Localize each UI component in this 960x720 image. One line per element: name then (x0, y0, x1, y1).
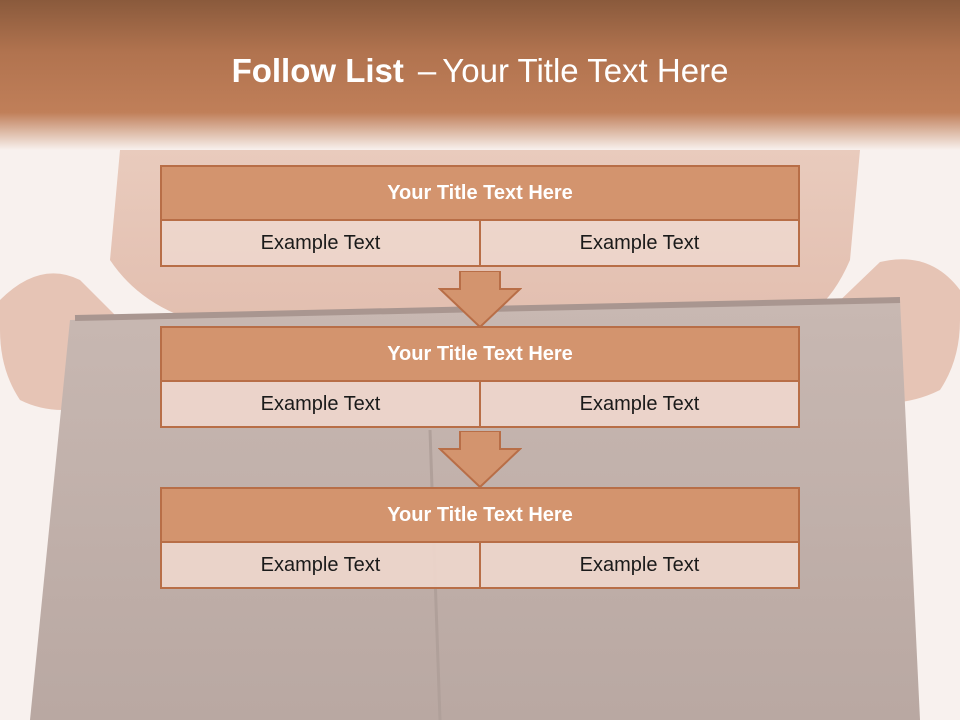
slide-title: Follow List–Your Title Text Here (0, 52, 960, 90)
step-cell-right: Example Text (479, 380, 800, 428)
down-arrow-icon (438, 271, 522, 329)
step-block-3: Your Title Text Here Example Text Exampl… (160, 487, 800, 589)
title-bold: Follow List (231, 52, 404, 89)
step-cell-left: Example Text (160, 380, 481, 428)
step-row: Example Text Example Text (160, 219, 800, 267)
step-title: Your Title Text Here (160, 165, 800, 221)
step-row: Example Text Example Text (160, 380, 800, 428)
step-cell-right: Example Text (479, 219, 800, 267)
step-cell-left: Example Text (160, 219, 481, 267)
header-band (0, 0, 960, 150)
step-cell-left: Example Text (160, 541, 481, 589)
step-block-2: Your Title Text Here Example Text Exampl… (160, 326, 800, 428)
step-block-1: Your Title Text Here Example Text Exampl… (160, 165, 800, 267)
step-title: Your Title Text Here (160, 326, 800, 382)
title-separator: – (417, 52, 437, 89)
step-cell-right: Example Text (479, 541, 800, 589)
step-row: Example Text Example Text (160, 541, 800, 589)
title-rest: Your Title Text Here (442, 52, 729, 89)
down-arrow-icon (438, 431, 522, 489)
step-title: Your Title Text Here (160, 487, 800, 543)
